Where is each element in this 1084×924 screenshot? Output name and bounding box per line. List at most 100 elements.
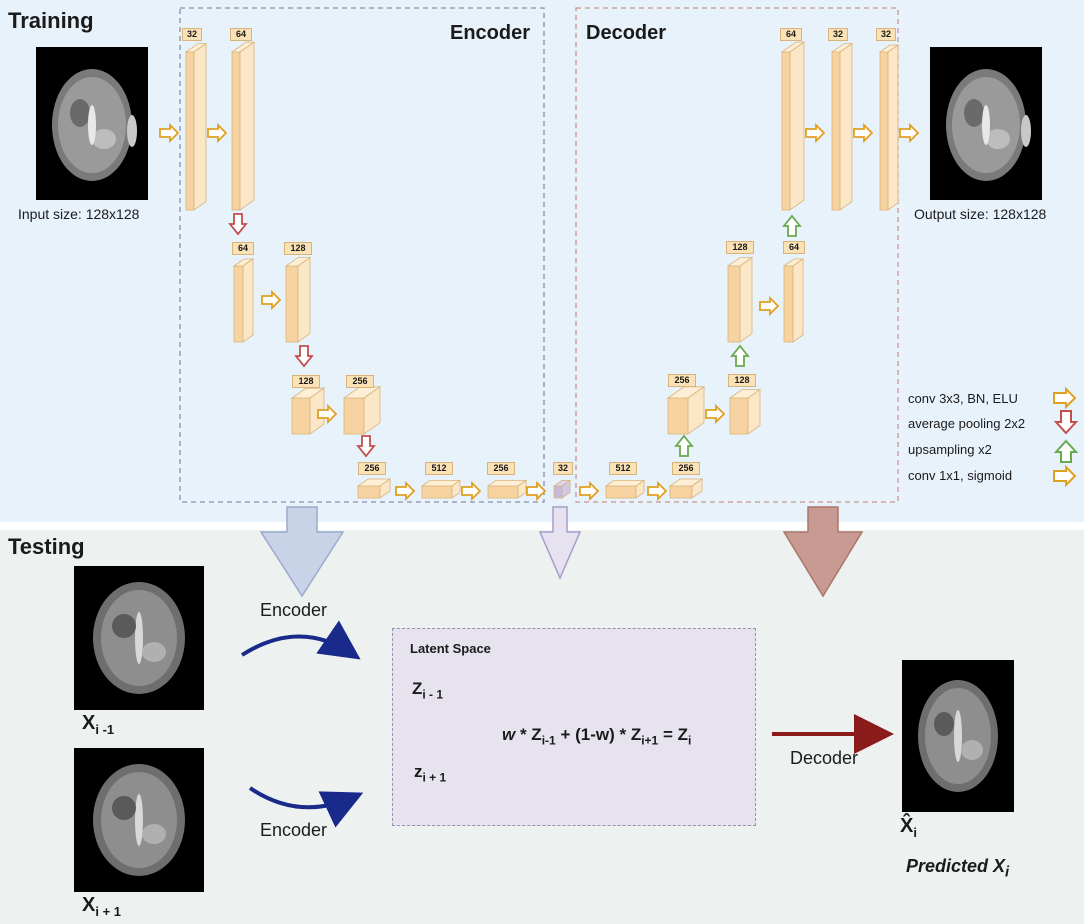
- feature-map-slab: [420, 479, 462, 499]
- feature-map-slab: [666, 386, 706, 435]
- feature-map-slab: [780, 41, 806, 211]
- channel-label: 128: [292, 375, 320, 388]
- channel-label: 256: [672, 462, 700, 475]
- training-title: Training: [8, 8, 94, 33]
- conv-arrow: [579, 480, 600, 502]
- brain-scan-icon: [918, 680, 998, 792]
- channel-label: 256: [487, 462, 515, 475]
- channel-label: 128: [728, 374, 756, 387]
- feature-map-slab: [878, 44, 900, 211]
- layer-slabs: [184, 41, 900, 499]
- brain-scan-icon: [93, 764, 185, 876]
- feature-map-slab: [726, 256, 754, 343]
- latent-down-arrow: [538, 506, 582, 580]
- latent-space-title: Latent Space: [410, 641, 491, 656]
- pool-arrow: [228, 213, 248, 236]
- testing-title: Testing: [8, 534, 85, 559]
- channel-label: 64: [780, 28, 802, 41]
- legend-icons: [1053, 386, 1079, 488]
- channel-label: 256: [346, 375, 374, 388]
- conv-arrow: [159, 122, 180, 144]
- conv-arrow: [526, 480, 547, 502]
- encoder-box: [179, 7, 545, 503]
- conv-arrow: [461, 480, 482, 502]
- brain-scan-icon: [93, 582, 185, 694]
- feature-map-slab: [604, 479, 646, 499]
- latent-slab: [552, 479, 572, 499]
- decoder-label: Decoder: [790, 748, 859, 768]
- conv-arrow: [395, 480, 416, 502]
- encoder-arrow-bottom: [248, 786, 364, 828]
- input-size-caption: Input size: 128x128: [18, 206, 140, 222]
- legend-conv3x3: conv 3x3, BN, ELU: [908, 391, 1018, 406]
- decoder-box: [575, 7, 899, 503]
- conv-arrow: [853, 122, 874, 144]
- legend-upsampling: upsampling x2: [908, 442, 992, 457]
- conv-arrow: [317, 403, 338, 425]
- feature-map-slab: [782, 258, 805, 343]
- channel-label: 64: [783, 241, 805, 254]
- xnext-brain-image: [74, 748, 204, 892]
- channel-label: 128: [284, 242, 312, 255]
- channel-label: 32: [553, 462, 573, 475]
- conv-arrow: [705, 403, 726, 425]
- feature-map-slab: [486, 479, 528, 499]
- feature-map-slab: [342, 386, 382, 435]
- flow-arrows: [159, 122, 920, 502]
- z-next-label: zi + 1: [414, 762, 447, 785]
- x-next-label: Xi + 1: [82, 894, 122, 919]
- legend-conv1x1: conv 1x1, sigmoid: [908, 468, 1013, 483]
- encoder-label-top: Encoder: [260, 600, 328, 620]
- x-prev-label: Xi -1: [82, 712, 115, 737]
- channel-label: 64: [230, 28, 252, 41]
- interpolation-equation: w * Zi-1 + (1-w) * Zi+1 = Zi: [502, 725, 692, 748]
- predicted-label: Predicted Xi: [906, 856, 1010, 881]
- channel-label: 64: [232, 242, 254, 255]
- output-size-caption: Output size: 128x128: [914, 206, 1047, 222]
- decoder-title: Decoder: [586, 22, 667, 44]
- feature-map-slab: [668, 478, 704, 499]
- conv-arrow: [759, 295, 780, 317]
- conv-arrow: [805, 122, 826, 144]
- channel-label: 256: [358, 462, 386, 475]
- channel-label: 256: [668, 374, 696, 387]
- feature-map-slab: [284, 256, 312, 343]
- channel-label: 32: [876, 28, 896, 41]
- channel-label: 512: [609, 462, 637, 475]
- upsample-arrow: [782, 214, 802, 237]
- channel-label: 512: [425, 462, 453, 475]
- feature-map-slab: [184, 42, 208, 211]
- feature-map-slab: [728, 388, 762, 435]
- feature-map-slab: [290, 387, 326, 435]
- input-brain-image: [36, 47, 148, 200]
- conv1x1-arrow: [899, 122, 920, 144]
- encoder-title: Encoder: [450, 22, 531, 44]
- xprev-brain-image: [74, 566, 204, 710]
- conv-arrow: [647, 480, 668, 502]
- pool-arrow: [294, 345, 314, 368]
- upsample-arrow: [674, 434, 694, 457]
- brain-scan-icon: [52, 69, 137, 181]
- conv-arrow: [207, 122, 228, 144]
- brain-scan-icon: [946, 69, 1031, 181]
- feature-map-slab: [356, 478, 392, 499]
- training-panel: [0, 0, 1084, 522]
- z-prev-label: Zi - 1: [412, 679, 444, 702]
- legend-avgpool: average pooling 2x2: [908, 416, 1026, 431]
- decoder-down-arrow: [782, 506, 864, 598]
- conv-arrow: [261, 289, 282, 311]
- latent-space-box: [392, 628, 756, 826]
- x-hat-label: X̂i: [900, 815, 917, 840]
- feature-map-slab: [230, 41, 256, 211]
- channel-label: 128: [726, 241, 754, 254]
- feature-map-slab: [830, 42, 854, 211]
- predicted-brain-image: [902, 660, 1014, 812]
- channel-label: 32: [182, 28, 202, 41]
- encoder-arrow-top: [240, 620, 361, 660]
- upsample-arrow: [730, 344, 750, 367]
- pool-arrow: [356, 435, 376, 458]
- encoder-label-bottom: Encoder: [260, 820, 328, 840]
- encoder-down-arrow: [259, 506, 345, 598]
- output-brain-image: [930, 47, 1042, 200]
